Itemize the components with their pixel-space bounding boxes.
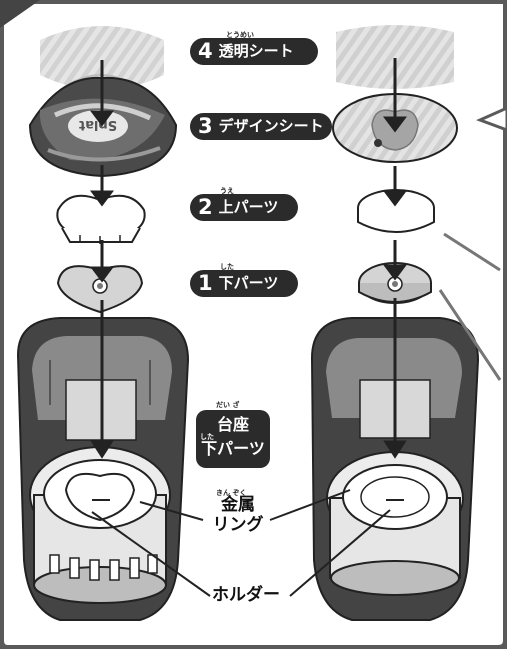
step-2-ruby: うえ — [220, 187, 234, 195]
upper-part-right — [357, 189, 435, 233]
transparent-sheet-right — [336, 25, 454, 89]
metal-ring-ruby: きん ぞく — [216, 489, 247, 497]
step-1-label: 1 下パーツ — [190, 270, 298, 297]
base-line2: 下パーツ — [201, 439, 265, 458]
step-2-label: 2 上パーツ — [190, 194, 298, 221]
step-2-text: 上パーツ — [218, 198, 279, 216]
design-sheet-print-text: Splat — [79, 117, 117, 132]
step-2-number: 2 — [198, 195, 213, 219]
metal-ring-label: 金属 リング — [208, 495, 268, 535]
step-4-text: 透明シート — [218, 42, 294, 60]
step-4-label: 4 透明シート — [190, 38, 318, 65]
holder-label: ホルダー — [212, 585, 280, 605]
step-3-number: 3 — [198, 114, 213, 138]
metal-ring-line2: リング — [212, 514, 264, 535]
step-1-text: 下パーツ — [218, 274, 279, 292]
base-right — [310, 317, 480, 621]
step-3-label: 3 デザインシート — [190, 113, 332, 140]
upper-part-left — [56, 194, 146, 244]
base-line2-ruby: した — [200, 433, 214, 441]
left-arrows — [90, 60, 114, 459]
step-1-ruby: した — [220, 263, 234, 271]
leader-lines — [91, 489, 391, 597]
callout-lines — [438, 232, 502, 381]
base-label: 台座 下パーツ — [196, 410, 270, 468]
step-4-ruby: とうめい — [226, 31, 254, 39]
right-arrows — [383, 58, 407, 459]
base-left — [16, 317, 190, 621]
step-3-text: デザインシート — [218, 117, 324, 135]
base-line1-ruby: だい ざ — [216, 401, 240, 409]
lower-part-left — [56, 265, 144, 314]
lower-part-right — [358, 262, 432, 304]
step-4-number: 4 — [198, 39, 213, 63]
base-line1: 台座 — [216, 415, 249, 434]
step-1-number: 1 — [198, 271, 213, 295]
metal-ring-line1: 金属 — [221, 495, 255, 515]
